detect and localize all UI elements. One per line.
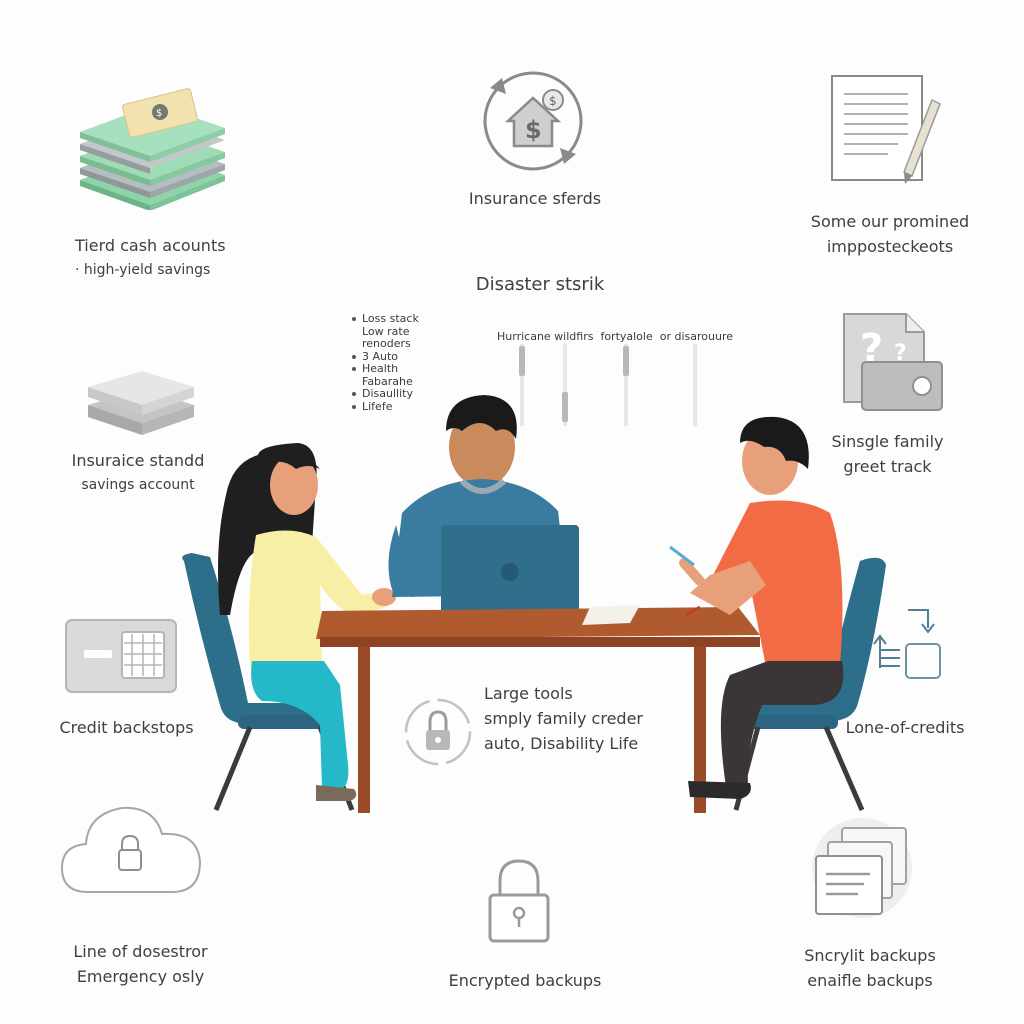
legend-item: Lifefe [352, 400, 462, 414]
legend-item: Fabarahe [362, 374, 413, 388]
question-card-icon: ? ? [838, 310, 948, 415]
single-family-label: Sinsgle family greet track [800, 429, 975, 479]
insurance-stand-line2: savings account [81, 477, 195, 493]
large-tools-line1: Large tools [484, 684, 573, 703]
line-of-disaster-line2: Emergency osly [76, 967, 205, 986]
coverage-legend: Loss stack Low rate renoders 3 Auto Heal… [352, 312, 462, 414]
stacked-layers-icon [82, 365, 200, 440]
hazard-bars [510, 340, 710, 430]
padlock-icon [484, 855, 554, 945]
line-of-disaster-line1: Line of dosestror [73, 942, 208, 961]
cloud-lock-icon [58, 798, 204, 898]
svg-text:$: $ [525, 116, 542, 144]
center-heading: Disaster stsrik [430, 272, 650, 297]
promined-label: Some our promined impposteckeots [770, 209, 1010, 259]
legend-item: 3 Auto [352, 350, 462, 364]
house-dollar-icon: $ $ [478, 66, 588, 176]
backup-documents-icon [808, 818, 916, 920]
credit-backstops-text: Credit backstops [59, 718, 194, 737]
cash-stack-icon: $ [70, 80, 240, 210]
document-pen-icon [828, 72, 948, 187]
legend-item: Disaullity [352, 387, 462, 401]
sync-backups-line1: Sncrylit backups [804, 946, 936, 965]
sync-backups-label: Sncrylit backups enaifle backups [770, 943, 970, 993]
line-of-credits-label: Lone-of-credits [830, 715, 980, 740]
insurance-stand-label: Insuraice standd savings account [58, 448, 218, 498]
legend-item: renoders [362, 337, 411, 350]
legend-item: Low rate [362, 324, 410, 338]
line-of-credits-text: Lone-of-credits [845, 718, 965, 737]
tiered-cash-line2: · high-yield savings [75, 262, 211, 278]
line-of-disaster-label: Line of dosestror Emergency osly [48, 939, 233, 989]
single-family-line2: greet track [843, 457, 932, 476]
hazard-row: Hurricane wildfirs fortyalole or disarou… [490, 318, 770, 343]
single-family-line1: Sinsgle family [831, 432, 944, 451]
encrypted-backups-text: Encrypted backups [448, 971, 602, 990]
svg-text:$: $ [549, 94, 557, 108]
promined-line1: Some our promined [810, 212, 970, 231]
promined-line2: impposteckeots [826, 237, 954, 256]
family-meeting-scene [170, 385, 900, 815]
tiered-cash-line1: Tierd cash acounts [75, 236, 226, 255]
insurance-label-text: Insurance sferds [468, 189, 602, 208]
svg-text:?: ? [860, 326, 883, 372]
safe-icon [64, 616, 179, 696]
legend-item: Loss stack [352, 312, 462, 326]
insurance-stand-line1: Insuraice standd [71, 451, 205, 470]
hazard-row-text: Hurricane wildfirs fortyalole or disarou… [497, 329, 733, 343]
sync-backups-line2: enaifle backups [807, 971, 933, 990]
tiered-cash-label: Tierd cash acounts · high-yield savings [75, 233, 295, 283]
large-tools-line2: smply family creder [484, 709, 643, 728]
lock-cycle-icon [400, 694, 476, 770]
transfer-arrows-icon [868, 604, 948, 684]
center-heading-text: Disaster stsrik [475, 274, 605, 295]
credit-backstops-label: Credit backstops [44, 715, 209, 740]
large-tools-line3: auto, Disability Life [484, 734, 639, 753]
svg-text:?: ? [894, 341, 907, 366]
insurance-label: Insurance sferds [430, 186, 640, 211]
encrypted-backups-label: Encrypted backups [425, 968, 625, 993]
legend-item: Health [352, 362, 462, 376]
large-tools-label: Large tools smply family creder auto, Di… [484, 681, 684, 756]
svg-text:$: $ [156, 108, 162, 119]
